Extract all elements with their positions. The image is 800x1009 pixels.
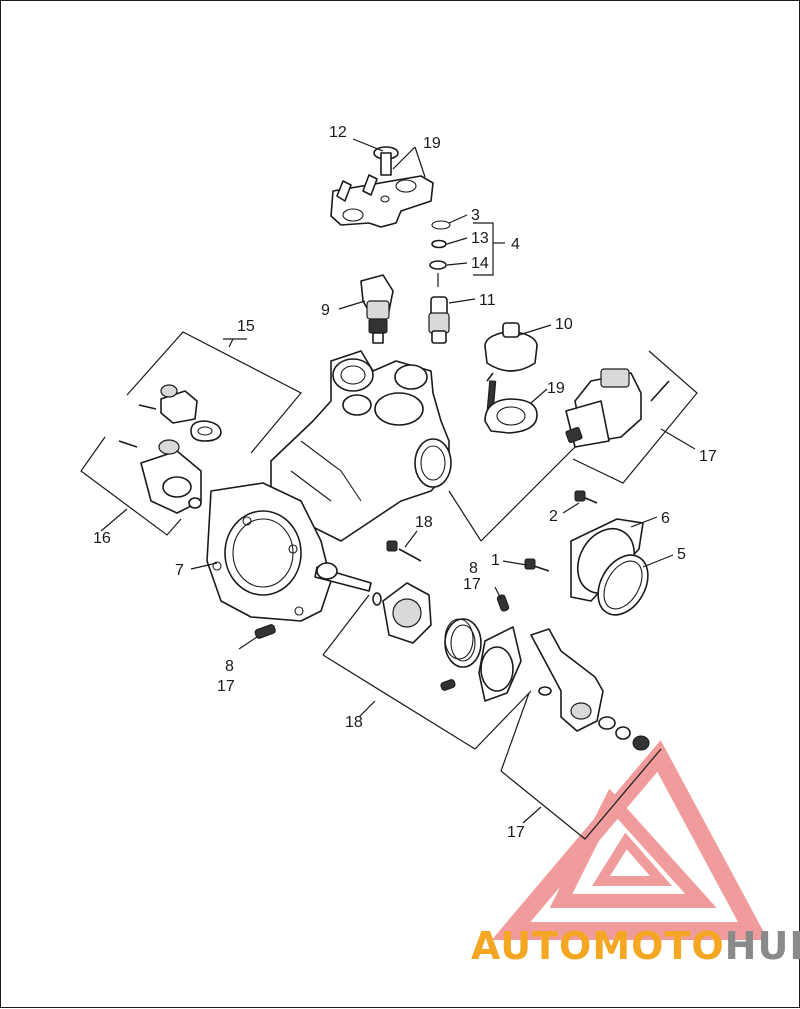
fuel-injector-part <box>360 274 394 344</box>
fuel-fitting-part <box>428 296 450 344</box>
small-screw-18-part <box>386 540 422 562</box>
callout-11: 11 <box>479 292 496 309</box>
callout-9: 9 <box>321 302 330 319</box>
throttle-body-part <box>206 482 372 622</box>
callout-12: 12 <box>329 124 347 141</box>
callout-17-lower: 17 <box>507 824 525 841</box>
brand-moto: MOTO <box>592 924 724 968</box>
callout-3: 3 <box>471 207 480 224</box>
callout-19-lower: 19 <box>547 380 565 397</box>
leader-lines <box>80 138 698 840</box>
callout-14: 14 <box>471 255 489 272</box>
svg-text:AUTOMOTOHUB: AUTOMOTOHUB <box>471 924 800 968</box>
callout-17-right: 17 <box>699 448 717 465</box>
callout-13: 13 <box>471 230 489 247</box>
callout-8-left: 8 <box>225 658 234 675</box>
manifold-sensor-part <box>138 384 222 442</box>
callout-18-small: 18 <box>415 514 433 531</box>
callout-15: 15 <box>237 318 255 335</box>
callout-17-left: 17 <box>217 678 235 695</box>
o-ring-stack <box>429 220 451 287</box>
mounting-bracket-part <box>330 146 434 228</box>
gasket-19-part <box>484 398 538 434</box>
flange-bolt-part <box>524 490 598 572</box>
callout-10: 10 <box>555 316 573 333</box>
throttle-cable-bracket-part <box>530 628 650 751</box>
callout-6: 6 <box>661 510 670 527</box>
callout-4: 4 <box>511 236 520 253</box>
callout-1: 1 <box>491 552 500 569</box>
intake-manifold-body <box>270 350 452 542</box>
brand-auto: AUTO <box>471 924 592 968</box>
automotohub-wordmark: AUTOMOTOHUB <box>471 924 800 968</box>
set-screw-left-part <box>254 624 276 639</box>
idle-air-valve-part <box>565 368 670 448</box>
flange-gasket-part <box>597 554 649 616</box>
callout-18-lower: 18 <box>345 714 363 731</box>
callout-8-middle: 8 <box>469 560 478 577</box>
throttle-cam-spring-assembly <box>372 582 522 702</box>
callout-2: 2 <box>549 508 558 525</box>
brand-hub: HUB <box>725 924 800 968</box>
callout-19-top: 19 <box>423 135 441 152</box>
automotohub-logo-mark <box>491 740 769 940</box>
throttle-position-sensor-part <box>118 439 202 514</box>
callout-7: 7 <box>175 562 184 579</box>
callout-5: 5 <box>677 546 686 563</box>
callout-16: 16 <box>93 530 111 547</box>
callout-labels: 12 19 3 13 4 14 11 9 10 15 19 17 18 2 6 … <box>93 124 717 841</box>
callout-17-middle: 17 <box>463 576 481 593</box>
